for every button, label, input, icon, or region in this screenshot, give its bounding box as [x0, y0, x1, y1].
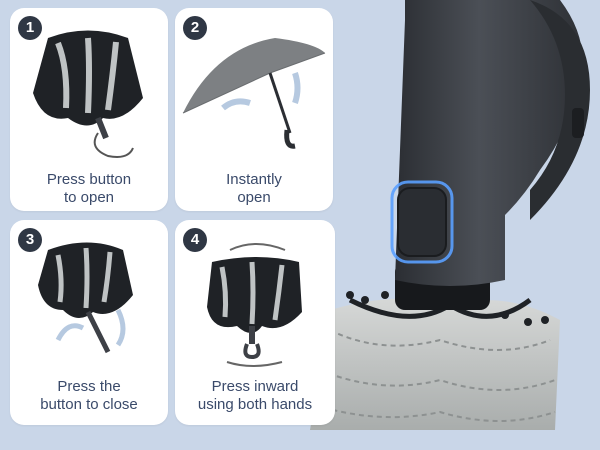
step-number-badge: 3	[18, 228, 42, 252]
step-caption: Press the button to close	[40, 378, 138, 413]
open-close-button	[390, 180, 454, 264]
step-card-2: 2 Instantly open	[175, 8, 333, 211]
umbrella-closed-hand-press-icon	[33, 30, 143, 158]
umbrella-closing-hand-icon	[38, 242, 133, 354]
umbrella-handle-closeup	[310, 0, 590, 430]
folded-canopy	[310, 291, 560, 430]
step-number-badge: 4	[183, 228, 207, 252]
step-caption: Press inward using both hands	[197, 378, 313, 413]
step-caption: Instantly open	[226, 171, 282, 206]
step-card-1: 1 Press button to open	[10, 8, 168, 211]
umbrella-two-hands-press-icon	[207, 243, 302, 367]
umbrella-open-icon	[182, 38, 326, 149]
step-card-3: 3 Press the button to close	[10, 220, 168, 425]
step-card-4: 4 Press inward using both hands	[175, 220, 335, 425]
step-number-badge: 2	[183, 16, 207, 40]
side-button	[572, 108, 584, 138]
step-number-badge: 1	[18, 16, 42, 40]
step-caption: Press button to open	[46, 171, 132, 206]
arrow-left-icon	[221, 98, 251, 111]
